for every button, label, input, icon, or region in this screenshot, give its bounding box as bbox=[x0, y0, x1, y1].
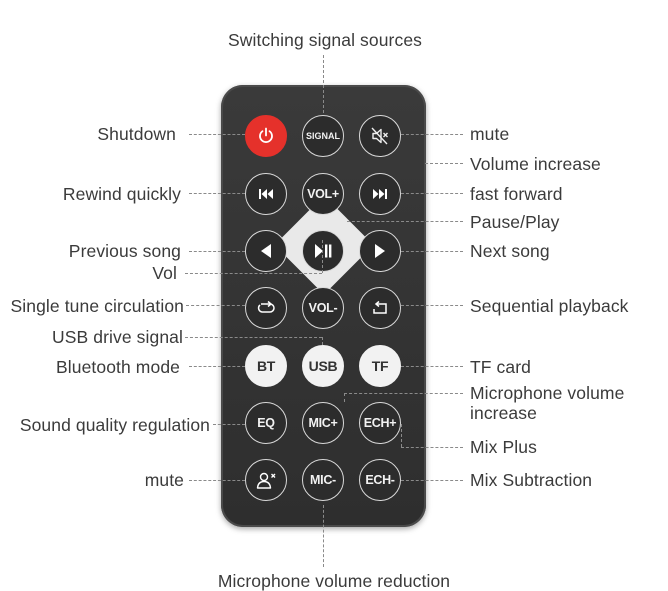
vol-minus-button[interactable]: VOL- bbox=[302, 287, 344, 329]
leader-line-mix-plus bbox=[401, 447, 463, 448]
leader-line-vol-up bbox=[322, 240, 323, 273]
repeat-one-icon bbox=[257, 300, 275, 313]
label-sequential-playback: Sequential playback bbox=[470, 296, 629, 316]
ech-plus-button[interactable]: ECH+ bbox=[359, 402, 401, 444]
eq-button[interactable]: EQ bbox=[245, 402, 287, 444]
leader-line-sound-quality bbox=[213, 424, 245, 425]
previous-song-button[interactable] bbox=[245, 230, 287, 272]
label-mic-volume-increase-line1: Microphone volume bbox=[470, 383, 625, 403]
signal-button[interactable]: SIGNAL bbox=[302, 115, 344, 157]
leader-line-fast-forward bbox=[401, 193, 463, 194]
leader-line-mute-left bbox=[189, 480, 245, 481]
power-button[interactable] bbox=[245, 115, 287, 157]
label-mix-subtraction: Mix Subtraction bbox=[470, 470, 593, 490]
leader-line-mic-volume-increase bbox=[344, 393, 463, 394]
label-rewind-quickly: Rewind quickly bbox=[62, 184, 181, 204]
leader-line-volume-increase bbox=[425, 163, 463, 164]
mic-mute-button[interactable] bbox=[245, 459, 287, 501]
play-pause-icon bbox=[315, 244, 332, 258]
triangle-right-icon bbox=[375, 244, 385, 258]
leader-line-shutdown bbox=[189, 134, 245, 135]
leader-line-sequential bbox=[401, 305, 463, 306]
fast-forward-icon bbox=[373, 189, 387, 199]
person-mute-icon bbox=[256, 472, 276, 489]
pause-play-button[interactable] bbox=[302, 230, 344, 272]
mic-minus-label: MIC- bbox=[310, 473, 336, 487]
fast-forward-button[interactable] bbox=[359, 173, 401, 215]
bt-label: BT bbox=[256, 358, 276, 374]
label-tf-card: TF card bbox=[470, 357, 531, 377]
mic-minus-button[interactable]: MIC- bbox=[302, 459, 344, 501]
leader-line-usb-down bbox=[322, 337, 323, 345]
label-mute-left: mute bbox=[144, 470, 184, 490]
signal-button-label: SIGNAL bbox=[305, 131, 340, 141]
label-previous-song: Previous song bbox=[68, 241, 181, 261]
leader-line-bluetooth bbox=[189, 366, 245, 367]
tf-label: TF bbox=[371, 358, 389, 374]
bt-button[interactable]: BT bbox=[245, 345, 287, 387]
speaker-mute-icon bbox=[371, 127, 388, 145]
sequential-icon bbox=[373, 300, 387, 314]
leader-line-single-tune bbox=[186, 305, 245, 306]
leader-line-usb bbox=[185, 337, 322, 338]
label-mic-volume-reduction: Microphone volume reduction bbox=[217, 571, 451, 591]
label-fast-forward: fast forward bbox=[470, 184, 563, 204]
mic-plus-button[interactable]: MIC+ bbox=[302, 402, 344, 444]
leader-line-rewind bbox=[189, 193, 245, 194]
label-single-tune-circulation: Single tune circulation bbox=[10, 296, 184, 316]
usb-label: USB bbox=[308, 358, 338, 374]
label-mic-volume-increase-line2: increase bbox=[470, 403, 537, 423]
leader-line-previous bbox=[189, 251, 245, 252]
ech-plus-label: ECH+ bbox=[363, 416, 397, 430]
leader-line-mic-volume-increase-down bbox=[344, 393, 345, 402]
tf-button[interactable]: TF bbox=[359, 345, 401, 387]
leader-line-tf-card bbox=[401, 366, 463, 367]
leader-line-mix-subtraction bbox=[401, 480, 463, 481]
usb-button[interactable]: USB bbox=[302, 345, 344, 387]
label-mute-right: mute bbox=[470, 124, 510, 144]
leader-line-mix-plus-up bbox=[401, 424, 402, 447]
sequential-playback-button[interactable] bbox=[359, 287, 401, 329]
mute-button[interactable] bbox=[359, 115, 401, 157]
vol-plus-label: VOL+ bbox=[307, 187, 339, 201]
rewind-button[interactable] bbox=[245, 173, 287, 215]
leader-line-next-song bbox=[401, 251, 463, 252]
leader-line-mute-right bbox=[401, 134, 463, 135]
ech-minus-label: ECH- bbox=[365, 473, 395, 487]
rewind-icon bbox=[259, 189, 273, 199]
next-song-button[interactable] bbox=[359, 230, 401, 272]
vol-plus-button[interactable]: VOL+ bbox=[302, 173, 344, 215]
label-shutdown: Shutdown bbox=[97, 124, 176, 144]
label-mix-plus: Mix Plus bbox=[470, 437, 537, 457]
label-sound-quality-regulation: Sound quality regulation bbox=[19, 415, 210, 435]
leader-line-top bbox=[323, 55, 324, 113]
single-tune-circulation-button[interactable] bbox=[245, 287, 287, 329]
leader-line-vol bbox=[185, 273, 322, 274]
label-next-song: Next song bbox=[470, 241, 550, 261]
label-switching-signal-sources: Switching signal sources bbox=[227, 30, 423, 50]
mic-plus-label: MIC+ bbox=[308, 416, 338, 430]
label-volume-increase: Volume increase bbox=[470, 154, 601, 174]
leader-line-bottom bbox=[323, 505, 324, 567]
vol-minus-label: VOL- bbox=[308, 301, 338, 315]
triangle-left-icon bbox=[261, 244, 271, 258]
leader-line-pause-play bbox=[347, 221, 463, 222]
label-bluetooth-mode: Bluetooth mode bbox=[56, 357, 180, 377]
label-vol: Vol bbox=[152, 263, 177, 283]
ech-minus-button[interactable]: ECH- bbox=[359, 459, 401, 501]
label-usb-drive-signal: USB drive signal bbox=[52, 327, 183, 347]
eq-label: EQ bbox=[257, 416, 275, 430]
label-pause-play: Pause/Play bbox=[470, 212, 560, 232]
power-icon bbox=[259, 127, 273, 143]
